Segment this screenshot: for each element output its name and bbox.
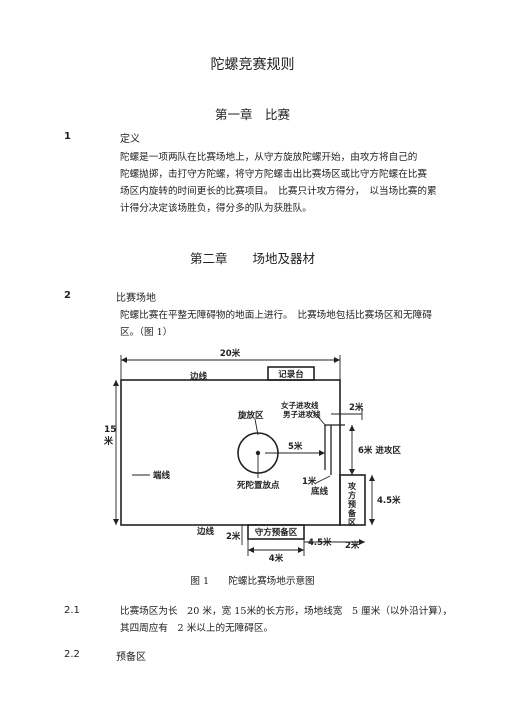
label-sideline-top: 边线 <box>189 371 208 382</box>
label-attack-prep-3: 预 <box>348 499 356 509</box>
text-line: 陀螺抛掷，击打守方陀螺，将守方陀螺击出比赛场区或比守方陀螺在比赛 <box>120 169 427 180</box>
label-4-5m-right: 4.5米 <box>377 495 401 506</box>
scorer-table <box>267 366 315 381</box>
label-sideline-bottom: 边线 <box>196 526 215 537</box>
section-2-2-heading: 预备区 <box>116 652 146 663</box>
arrow-head <box>298 547 304 553</box>
section-2-heading: 比赛场地 <box>116 293 156 304</box>
label-attack-zone: 6米 进攻区 <box>358 445 401 456</box>
label-15m-b: 米 <box>103 435 114 447</box>
chapter-2-title: 第二章 场地及器材 <box>189 251 315 266</box>
dead-point-dot <box>255 450 261 456</box>
label-5m: 5米 <box>288 441 303 452</box>
label-scorer: 记录台 <box>278 369 304 380</box>
section-1-body: 陀螺是一项两队在比赛场地上，从守方旋放陀螺开始，由攻方将自己的 陀螺抛掷，击打守… <box>120 149 450 217</box>
label-15m-a: 15 <box>104 425 117 435</box>
label-dead-point: 死陀置放点 <box>236 480 280 491</box>
leader-1m <box>315 475 331 484</box>
label-women-attack-line: 女子进攻线 <box>281 400 319 410</box>
leader-spin-zone <box>254 418 259 436</box>
label-1m: 1米 <box>302 476 317 487</box>
arrow-head <box>349 425 355 431</box>
section-2-number: 2 <box>64 290 71 301</box>
page-title: 陀螺竞赛规则 <box>210 57 295 73</box>
label-endline: 端线 <box>153 470 171 481</box>
section-1-heading: 定义 <box>120 134 140 145</box>
text-line: 场区内旋转的时间更长的比赛项目。 比赛只计攻方得分， 以当场比赛的累 <box>120 186 437 197</box>
text-line: 计得分决定该场胜负，得分多的队为获胜队。 <box>120 203 312 214</box>
label-4m: 4米 <box>269 553 284 564</box>
label-2m-bottom: 2米 <box>345 540 360 551</box>
label-attack-prep-1: 攻 <box>348 481 357 491</box>
label-2m-top: 2米 <box>349 402 364 413</box>
arrow-head <box>349 469 355 475</box>
label-attack-prep-4: 备 <box>347 508 357 518</box>
arrow-head <box>248 547 254 553</box>
section-2-body: 陀螺比赛在平整无障碍物的地面上进行。 比赛场地包括比赛场区和无障碍 区。（图 1… <box>120 307 450 341</box>
defense-prep-zone <box>247 524 305 540</box>
label-attack-prep-2: 方 <box>348 490 356 500</box>
arrow-head <box>113 380 119 386</box>
text-line: 区。（图 1） <box>120 327 173 338</box>
chapter-1-title: 第一章 比赛 <box>214 107 290 122</box>
arrow-head <box>319 450 325 456</box>
label-attack-prep-5: 区 <box>348 518 356 527</box>
arrow-head <box>121 357 127 363</box>
figure-caption: 图 1 陀螺比赛场地示意图 <box>190 576 315 587</box>
leader-attack-line <box>311 409 327 427</box>
text-line: 陀螺是一项两队在比赛场地上，从守方旋放陀螺开始，由攻方将自己的 <box>120 152 418 163</box>
label-baseline: 底线 <box>311 486 329 497</box>
section-2-1-number: 2.1 <box>64 605 80 616</box>
label-men-attack-line: 男子进攻线 <box>283 409 321 419</box>
attack-prep-zone <box>339 474 366 526</box>
label-4-5m-bottom: 4.5米 <box>308 537 332 548</box>
arrow-head <box>359 539 365 545</box>
arrow-head <box>369 519 375 525</box>
text-line: 其四周应有 2 米以上的无障碍区。 <box>120 623 274 634</box>
label-defense-prep: 守方预备区 <box>255 527 298 538</box>
label-2m-left: 2米 <box>226 531 241 542</box>
label-20m: 20米 <box>220 348 241 359</box>
arrow-head <box>113 519 119 525</box>
field-boundary <box>120 379 341 526</box>
section-2-2-number: 2.2 <box>64 649 80 660</box>
arrow-head <box>334 357 340 363</box>
arrow-head <box>369 475 375 481</box>
section-1-number: 1 <box>64 131 71 142</box>
section-2-1-body: 比赛场区为长 20 米，宽 15米的长方形，场地线宽 5 厘米（以外沿计算）， … <box>120 603 460 637</box>
label-spin-zone: 旋放区 <box>237 410 264 421</box>
text-line: 陀螺比赛在平整无障碍物的地面上进行。 比赛场地包括比赛场区和无障碍 <box>120 310 432 321</box>
text-line: 比赛场区为长 20 米，宽 15米的长方形，场地线宽 5 厘米（以外沿计算）， <box>120 606 453 617</box>
